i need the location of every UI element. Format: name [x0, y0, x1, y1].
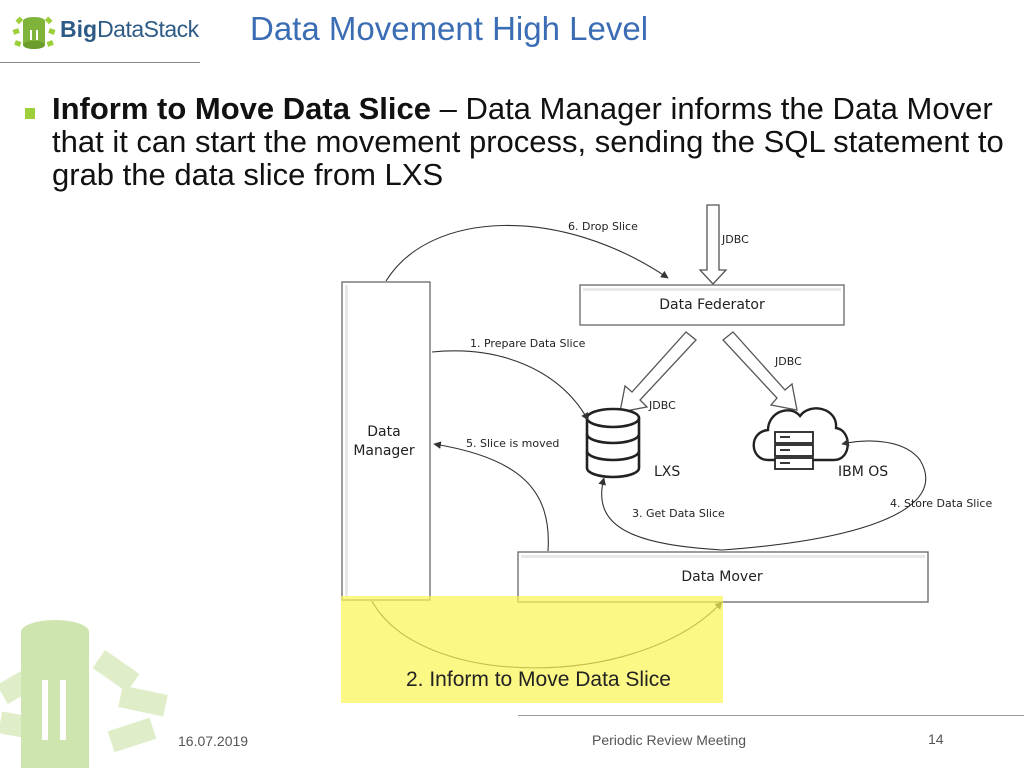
jdbc-federator-to-lxs-arrow [619, 331, 697, 413]
bullet-lead: Inform to Move Data Slice [52, 91, 431, 126]
jdbc-federator-to-ibmos-arrow [722, 331, 798, 411]
logo-big-text: Big [60, 16, 98, 42]
data-mover-label: Data Mover [681, 569, 762, 585]
ibm-os-label: IBM OS [838, 464, 888, 480]
footer-date: 16.07.2019 [178, 733, 249, 749]
slide-title: Data Movement High Level [250, 10, 649, 47]
bigdatastack-logo: BigDataStack [10, 8, 210, 56]
footer-meeting: Periodic Review Meeting [592, 732, 747, 748]
bullet-dash: – [430, 91, 466, 126]
get-slice-arrow [598, 477, 723, 551]
store-slice-arrow [721, 438, 927, 551]
data-federator-label: Data Federator [659, 297, 765, 313]
step3-label: 3. Get Data Slice [632, 507, 725, 520]
database-icon [585, 407, 641, 479]
slice-moved-arrow [433, 441, 549, 552]
step4-label: 4. Store Data Slice [890, 497, 992, 510]
bullet-marker [25, 108, 35, 119]
jdbc-input-arrow [698, 204, 728, 285]
highlight-label: 2. Inform to Move Data Slice [406, 668, 671, 691]
footer-divider [518, 715, 1024, 716]
cloud-server-icon [752, 407, 849, 470]
data-mover-box [517, 551, 929, 603]
jdbc-top-label: JDBC [721, 233, 749, 246]
bullet-body: Data Manager informs the Data Mover that… [52, 91, 1004, 192]
step5-label: 5. Slice is moved [466, 437, 559, 450]
drop-slice-arrow [385, 224, 669, 282]
data-manager-label-line2: Manager [353, 443, 415, 459]
data-manager-box [341, 281, 431, 601]
data-manager-label-line1: Data [367, 424, 400, 440]
bullet-text: Inform to Move Data Slice – Data Manager… [52, 92, 1012, 191]
lxs-label: LXS [654, 464, 680, 480]
logo-wordmark: BigDataStack [60, 16, 199, 43]
logo-datastack-text: DataStack [97, 16, 199, 42]
logo-cylinder-icon [12, 16, 56, 49]
page-number: 14 [928, 731, 944, 747]
jdbc-lxs-label: JDBC [648, 399, 676, 412]
step1-label: 1. Prepare Data Slice [470, 337, 586, 350]
prepare-slice-arrow [431, 350, 589, 421]
decorative-logo-watermark [0, 620, 168, 768]
jdbc-ibmos-label: JDBC [774, 355, 802, 368]
step6-label: 6. Drop Slice [568, 220, 638, 233]
header-divider [0, 62, 200, 63]
data-federator-box [579, 284, 845, 326]
highlight-box [341, 596, 723, 703]
